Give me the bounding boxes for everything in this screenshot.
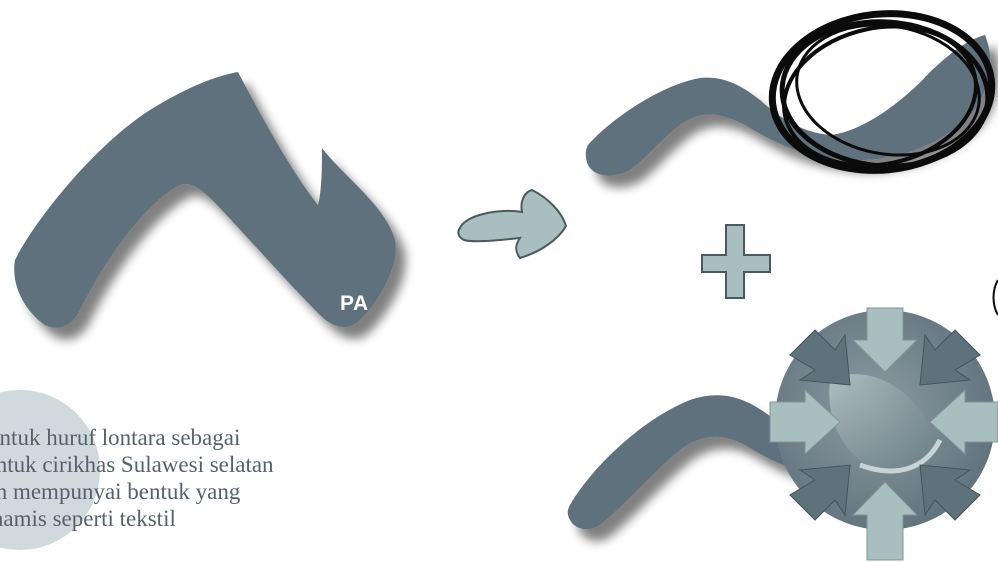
compress-arrows-icon (770, 308, 998, 560)
edge-mark (994, 280, 998, 315)
glyph-label: PA (340, 292, 369, 316)
description-line: dan mempunyai bentuk yang (0, 478, 378, 505)
description-line: bentuk cirikhas Sulawesi selatan (0, 451, 378, 478)
plus-icon (702, 225, 770, 298)
lontara-pa-glyph (14, 72, 396, 328)
description-text: Bentuk huruf lontara sebagai bentuk ciri… (0, 424, 378, 532)
description-line: Bentuk huruf lontara sebagai (0, 424, 378, 451)
right-arrow-icon (458, 190, 566, 258)
description-line: dinamis seperti tekstil (0, 505, 378, 532)
